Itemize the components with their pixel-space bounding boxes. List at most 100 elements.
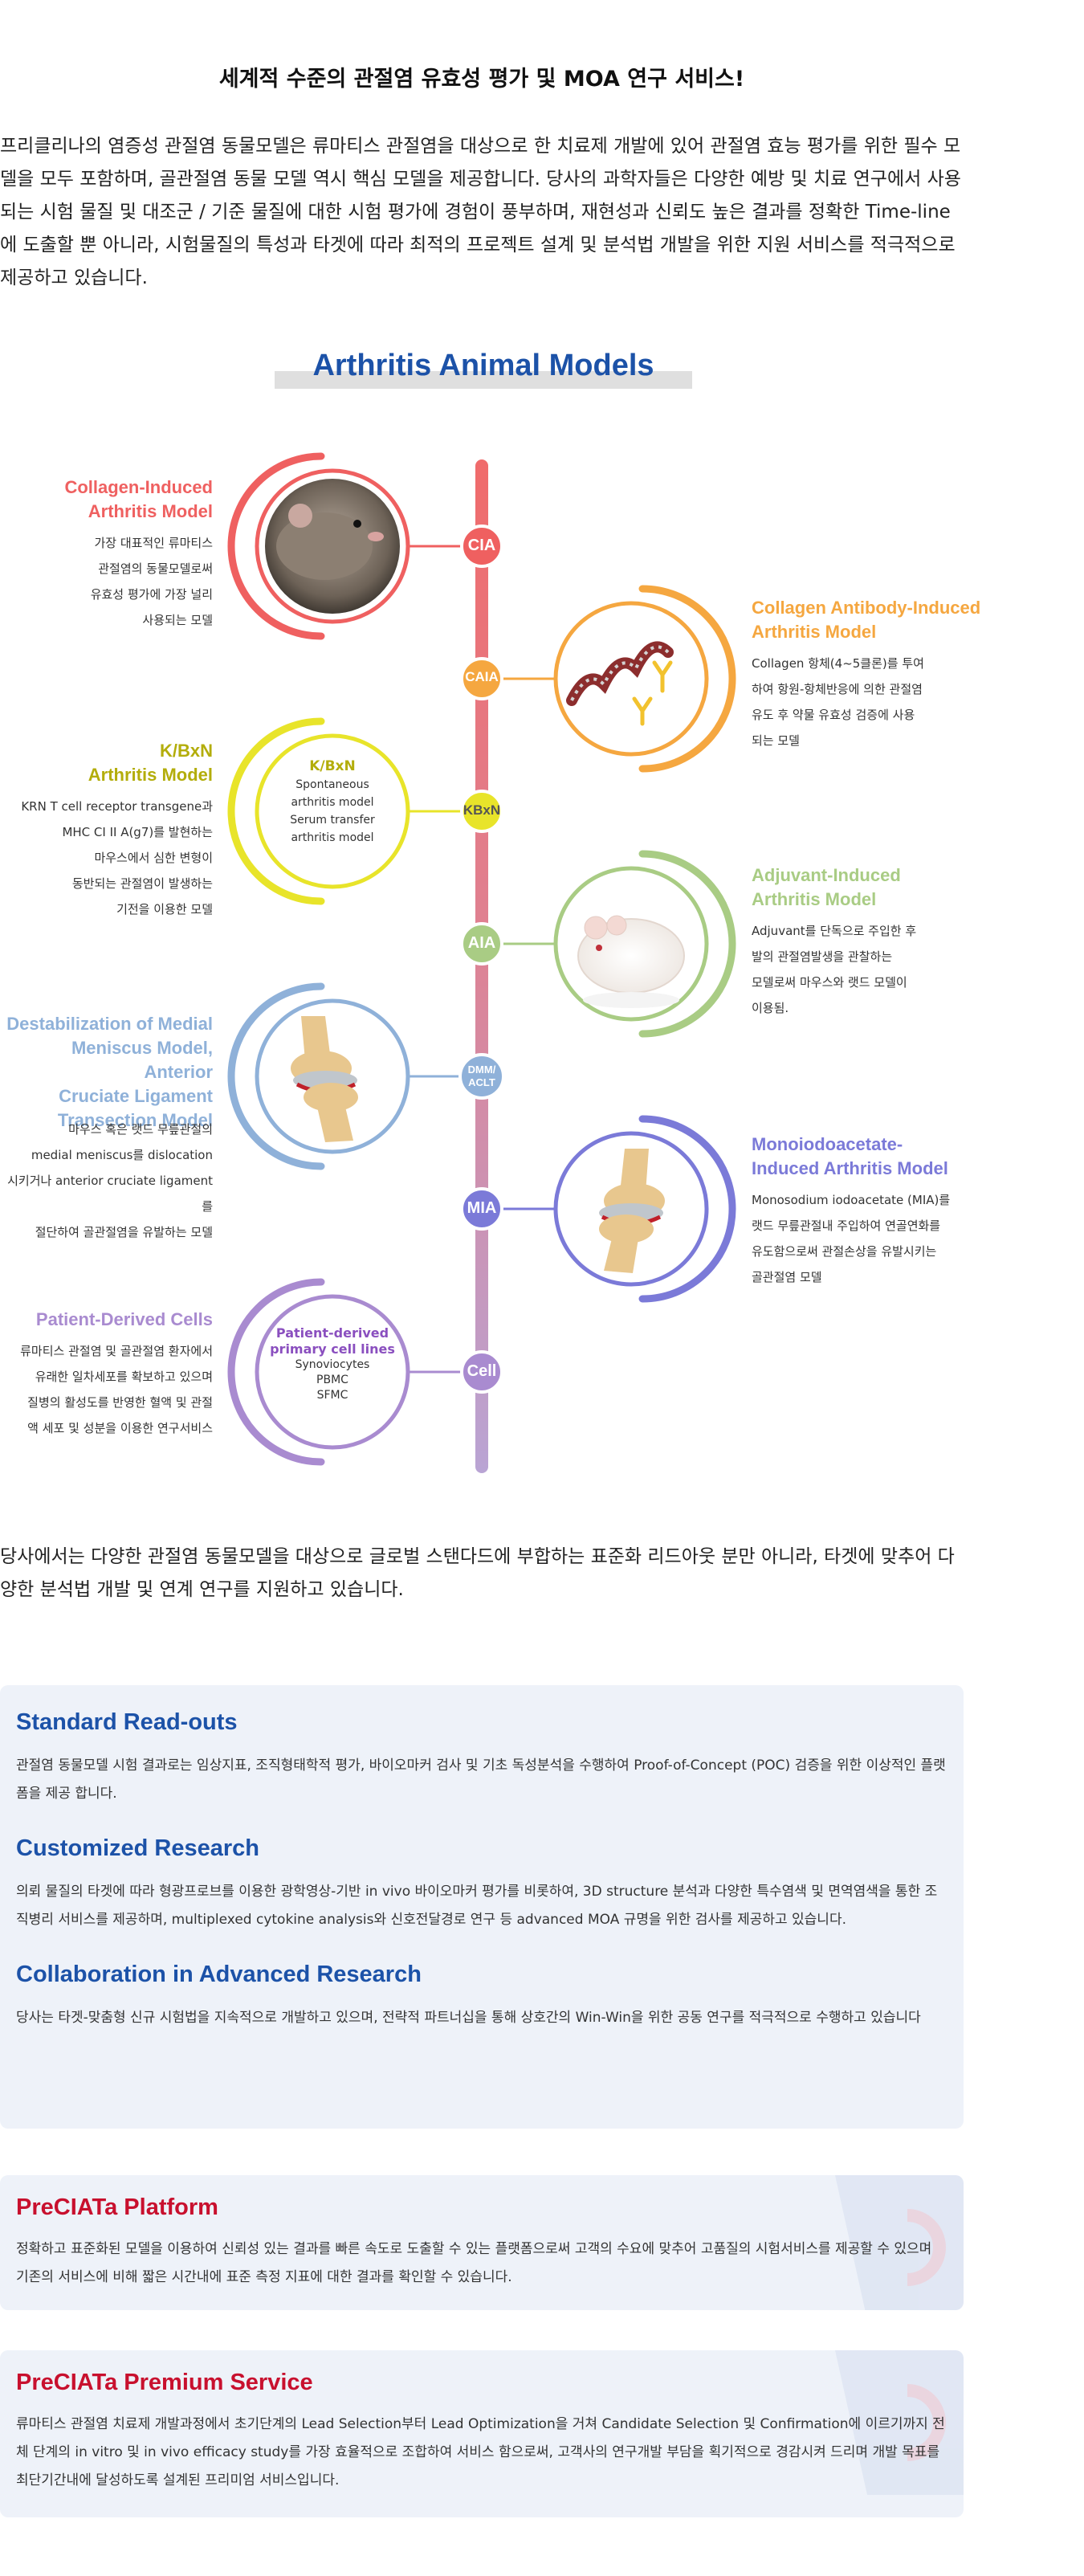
arthritis-models-diagram: CIA CAIA KBxN AIA DMM/ ACLT MIA Cell Col…	[0, 426, 1084, 1494]
mia-title-line1: Monoiodoacetate-	[752, 1134, 903, 1154]
cia-title: Collagen-Induced Arthritis Model	[64, 476, 213, 524]
caia-title-line1: Collagen Antibody-Induced	[752, 598, 981, 618]
kbxn-node	[460, 790, 503, 833]
kbxn-desc-line: 기전을 이용한 모델	[116, 902, 213, 917]
kbxn-desc-line: MHC CI II A(g7)를 발현하는	[62, 825, 213, 839]
cia-title-line2: Arthritis Model	[88, 501, 213, 521]
aia-desc-line: 이용됨.	[752, 1001, 789, 1015]
dmm-desc-line: 절단하여 골관절염을 유발하는 모델	[35, 1225, 213, 1239]
decorative-logo-icon	[835, 2175, 964, 2310]
premium-box: PreCIATa Premium Service 류마티스 관절염 치료제 개발…	[0, 2350, 964, 2517]
knee-image-2	[620, 1149, 649, 1193]
cell-title: Patient-Derived Cells	[35, 1309, 213, 1329]
kbxn-circle-line: Serum transfer	[290, 814, 375, 827]
kbxn-node-label: KBxN	[463, 802, 501, 818]
kbxn-title-line2: Arthritis Model	[88, 765, 213, 785]
timeline-spine	[475, 459, 488, 1473]
kbxn-outer-arc	[227, 717, 325, 905]
page-heading: 세계적 수준의 관절염 유효성 평가 및 MOA 연구 서비스!	[218, 67, 745, 92]
kbxn-group	[227, 717, 503, 905]
kbxn-title: K/BxN Arthritis Model	[88, 739, 213, 787]
kbxn-title-line1: K/BxN	[159, 741, 213, 761]
cia-outer-arc	[227, 452, 325, 640]
decorative-logo-icon	[835, 2350, 964, 2495]
mia-outer-arc	[638, 1115, 736, 1303]
cell-outer-arc	[227, 1278, 325, 1466]
cell-desc-line: 질병의 활성도를 반영한 혈액 및 관절	[27, 1395, 213, 1410]
cell-node-label: Cell	[467, 1362, 497, 1380]
platform-box: PreCIATa Platform 정확하고 표준화된 모델을 이용하여 신뢰성…	[0, 2175, 964, 2310]
caia-group	[460, 585, 736, 773]
caia-description: Collagen 항체(4~5클론)를 투여 하여 항원-항체반응에 의한 관절…	[752, 651, 924, 753]
kbxn-circle-text: K/BxN Spontaneous arthritis model Serum …	[268, 757, 397, 847]
mia-desc-line: 골관절염 모델	[752, 1270, 822, 1284]
aia-desc-line: 모델로써 마우스와 랫드 모델이	[752, 975, 907, 990]
kbxn-description: KRN T cell receptor transgene과 MHC CI II…	[21, 794, 213, 922]
cia-node-label: CIA	[467, 537, 496, 554]
cell-circle-line: PBMC	[316, 1374, 348, 1386]
dmm-title-line: Cruciate Ligament	[59, 1086, 213, 1106]
platform-text: 정확하고 표준화된 모델을 이용하여 신뢰성 있는 결과를 빠른 속도로 도출할…	[16, 2241, 932, 2285]
mia-node-label: MIA	[467, 1199, 497, 1217]
kbxn-circle-title: K/BxN	[309, 758, 356, 774]
caia-node	[460, 657, 503, 700]
dmm-desc-line: 마우스 혹은 랫드 무릎관절의	[68, 1122, 213, 1137]
dmm-node-label-1: DMM/	[467, 1063, 496, 1076]
dmm-node-label: DMM/ ACLT	[458, 1063, 506, 1089]
service-text: 의뢰 물질의 타겟에 따라 형광프로브를 이용한 광학영상-기반 in vivo…	[16, 1884, 938, 1928]
service-title: Customized Research	[16, 1835, 259, 1861]
kbxn-desc-line: 마우스에서 심한 변형이	[94, 851, 213, 865]
caia-circle	[553, 601, 709, 757]
kbxn-circle-line: Spontaneous	[295, 778, 369, 791]
dmm-node-label-2: ACLT	[468, 1076, 495, 1088]
cia-desc-line: 유효성 평가에 가장 널리	[90, 587, 213, 602]
cell-desc-line: 유래한 일차세포를 확보하고 있으며	[35, 1370, 213, 1384]
title-underline-bar	[275, 371, 692, 389]
cell-desc-line: 류마티스 관절염 및 골관절염 환자에서	[20, 1344, 213, 1358]
service-title: Collaboration in Advanced Research	[16, 1962, 422, 1987]
aia-description: Adjuvant를 단독으로 주입한 후 발의 관절염발생을 관찰하는 모델로써…	[752, 918, 916, 1021]
section-title-block: Arthritis Animal Models	[275, 349, 692, 394]
kbxn-circle-line: arthritis model	[291, 831, 374, 844]
section-title: Arthritis Animal Models	[312, 349, 654, 382]
dmm-group	[227, 982, 505, 1170]
kbxn-desc-line: 동반되는 관절염이 발생하는	[71, 876, 213, 891]
caia-desc-line: 하여 항원-항체반응에 의한 관절염	[752, 682, 923, 696]
cell-description: 류마티스 관절염 및 골관절염 환자에서 유래한 일차세포를 확보하고 있으며 …	[20, 1338, 213, 1441]
cell-circle-line: SFMC	[316, 1389, 348, 1402]
aia-outer-arc	[638, 850, 736, 1038]
aia-node-label: AIA	[467, 934, 496, 952]
aia-title-line1: Adjuvant-Induced	[752, 865, 901, 885]
dmm-desc-line: 시키거나 anterior cruciate ligament를	[7, 1174, 213, 1214]
caia-desc-line: 유도 후 약물 유효성 검증에 사용	[752, 708, 915, 722]
dmm-title-line: Transection Model	[57, 1110, 213, 1130]
caia-desc-line: 되는 모델	[752, 733, 800, 748]
platform-title: PreCIATa Platform	[16, 2194, 218, 2220]
mia-desc-line: 랫드 무릎관절내 주입하여 연골연화를	[752, 1219, 941, 1233]
aia-node	[460, 922, 503, 965]
diagram-graphics	[227, 452, 736, 1473]
cell-circle-line: Synoviocytes	[295, 1358, 370, 1371]
caia-desc-line: Collagen 항체(4~5클론)를 투여	[752, 656, 924, 671]
mia-title-line2: Induced Arthritis Model	[752, 1158, 948, 1178]
mia-node	[460, 1187, 503, 1231]
caia-title-line2: Arthritis Model	[752, 622, 877, 642]
cell-circle-title-2: primary cell lines	[270, 1341, 395, 1357]
cell-circle-title-1: Patient-derived	[275, 1325, 389, 1341]
cell-group	[227, 1278, 503, 1466]
cia-desc-line: 가장 대표적인 류마티스	[94, 536, 213, 550]
premium-title: PreCIATa Premium Service	[16, 2370, 313, 2395]
cia-desc-line: 관절염의 동물모델로써	[98, 561, 213, 576]
dmm-title-line: Meniscus Model, Anterior	[71, 1038, 213, 1082]
aia-desc-line: 발의 관절염발생을 관찰하는	[752, 949, 893, 964]
intro-paragraph: 프리클리나의 염증성 관절염 동물모델은 류마티스 관절염을 대상으로 한 치료…	[0, 136, 961, 288]
dmm-outer-arc	[227, 982, 325, 1170]
cia-description: 가장 대표적인 류마티스 관절염의 동물모델로써 유효성 평가에 가장 널리 사…	[91, 530, 213, 633]
aia-title-line2: Arthritis Model	[752, 889, 877, 909]
aia-title: Adjuvant-Induced Arthritis Model	[752, 863, 901, 912]
aia-group	[460, 850, 736, 1038]
mia-group	[460, 1115, 736, 1303]
cell-circle-text: Patient-derived primary cell lines Synov…	[264, 1325, 401, 1403]
dmm-node	[458, 1053, 505, 1100]
cia-title-line1: Collagen-Induced	[64, 477, 213, 497]
